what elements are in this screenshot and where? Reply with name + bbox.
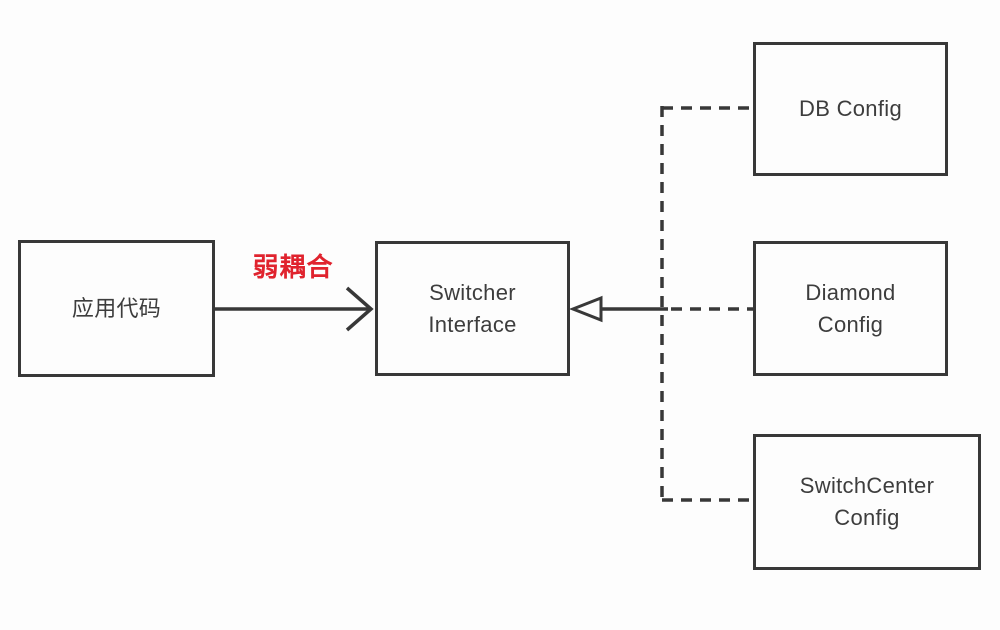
weak-coupling-label: 弱耦合 [252, 252, 334, 282]
node-app-code-label: 应用代码 [71, 295, 162, 321]
edge-appcode-to-switcher [215, 286, 374, 332]
edge-config-trunk [660, 106, 753, 502]
edge-trunk-to-switcher [568, 295, 668, 323]
node-db-config: DB Config [753, 42, 948, 176]
node-switcher-interface-label: Switcher Interface [428, 279, 517, 337]
node-diamond-config: Diamond Config [753, 241, 948, 376]
node-switcher-interface: Switcher Interface [375, 241, 570, 376]
node-switchcenter-config: SwitchCenter Config [753, 434, 981, 570]
node-diamond-config-label: Diamond Config [805, 279, 896, 337]
node-switchcenter-config-label: SwitchCenter Config [799, 473, 935, 530]
node-app-code: 应用代码 [18, 240, 215, 377]
node-db-config-label: DB Config [799, 96, 902, 121]
